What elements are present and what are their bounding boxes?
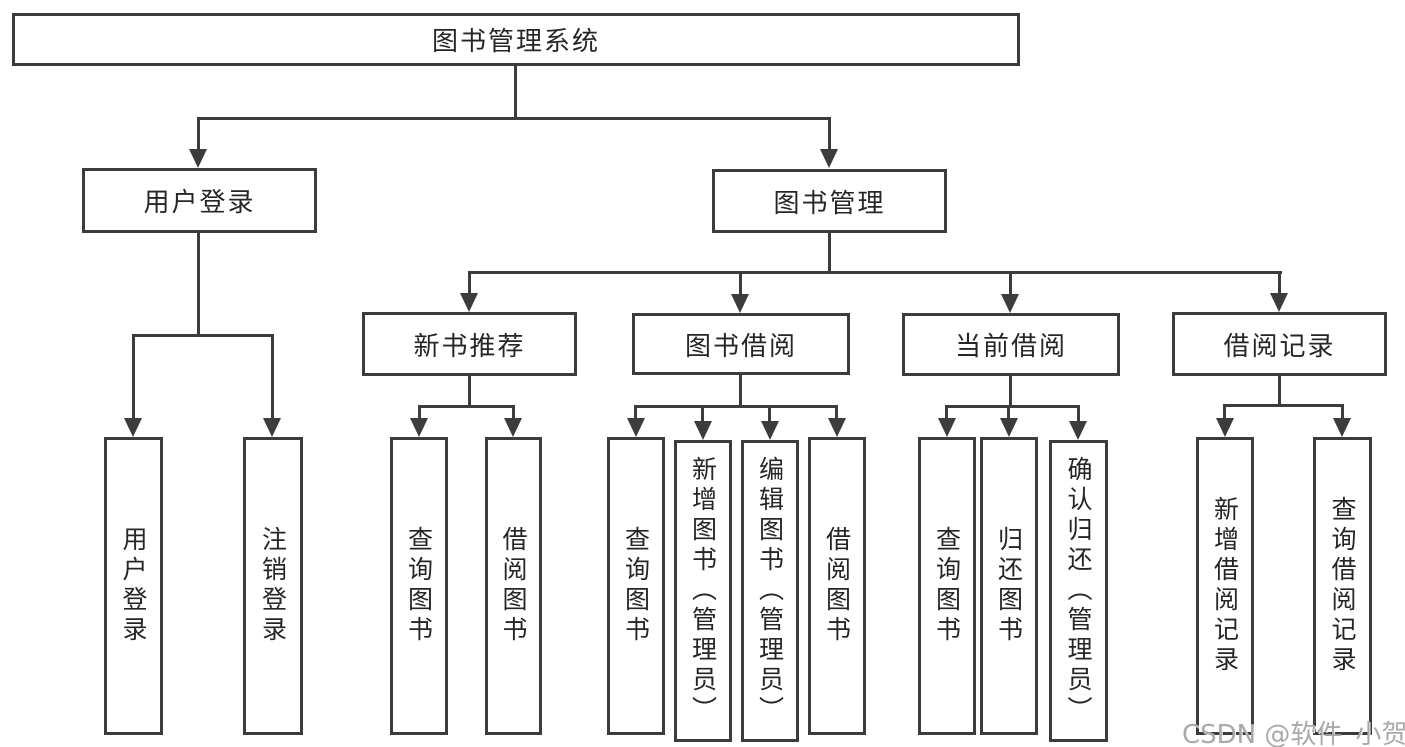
arrow-down-icon (460, 293, 478, 312)
connector-shaft (739, 271, 742, 296)
leaf-query-books-recommend: 查询图书 (390, 437, 448, 735)
arrow-down-icon (761, 421, 779, 440)
arrow-down-icon (410, 418, 428, 437)
connector-shaft (945, 405, 948, 420)
arrow-down-icon (263, 418, 281, 437)
leaf-add-borrow-record: 新增借阅记录 (1196, 437, 1254, 735)
leaf-add-book-admin: 新增图书（管理员） (674, 440, 732, 742)
node-book-management-label: 图书管理 (773, 188, 886, 219)
arrow-down-icon (828, 418, 846, 437)
arrow-down-icon (820, 149, 838, 168)
connector-shaft (828, 117, 831, 151)
leaf-borrow-books-label: 借阅图书 (822, 526, 852, 646)
connector-newbook-vertical (468, 376, 471, 408)
connector-newbook-horizontal (418, 405, 515, 408)
arrow-down-icon (694, 421, 712, 440)
node-new-book-recommend: 新书推荐 (362, 312, 577, 376)
arrow-down-icon (1216, 418, 1234, 437)
arrow-down-icon (938, 418, 956, 437)
arrow-down-icon (504, 418, 522, 437)
connector-root-vertical (514, 66, 517, 119)
connector-shaft (1077, 405, 1080, 423)
node-book-borrow-label: 图书借阅 (684, 331, 797, 362)
connector-shaft (1009, 271, 1012, 296)
leaf-add-book-admin-label: 新增图书（管理员） (688, 456, 718, 726)
leaf-user-login: 用户登录 (104, 437, 163, 735)
node-book-management: 图书管理 (712, 169, 947, 233)
arrow-down-icon (189, 149, 207, 168)
leaf-query-books-borrow: 查询图书 (607, 437, 665, 735)
connector-shaft (1223, 404, 1226, 420)
node-borrow-records: 借阅记录 (1172, 312, 1387, 376)
node-current-borrow-label: 当前借阅 (954, 332, 1067, 362)
connector-shaft (512, 405, 515, 420)
connector-currentborrow-vertical (1009, 376, 1012, 408)
connector-shaft (701, 405, 704, 423)
connector-records-vertical (1278, 376, 1281, 407)
connector-shaft (418, 405, 421, 420)
arrow-down-icon (627, 418, 645, 437)
connector-shaft (1007, 405, 1010, 420)
leaf-add-borrow-record-label: 新增借阅记录 (1210, 496, 1240, 676)
arrow-down-icon (731, 294, 749, 313)
leaf-return-book: 归还图书 (980, 437, 1038, 735)
connector-records-horizontal (1224, 404, 1344, 407)
leaf-query-borrow-record: 查询借阅记录 (1313, 437, 1372, 735)
leaf-return-book-label: 归还图书 (994, 526, 1024, 646)
connector-userlogin-horizontal (132, 334, 274, 337)
node-user-login: 用户登录 (82, 168, 317, 233)
connector-currentborrow-horizontal (946, 405, 1080, 408)
node-new-book-recommend-label: 新书推荐 (413, 331, 526, 362)
csdn-watermark: CSDN @软件_小贺同学 (1182, 720, 1405, 747)
connector-shaft (1341, 404, 1344, 420)
connector-bookborrow-vertical (739, 375, 742, 408)
leaf-query-borrow-record-label: 查询借阅记录 (1328, 496, 1357, 676)
leaf-query-books-borrow-label: 查询图书 (621, 526, 651, 646)
node-current-borrow: 当前借阅 (902, 313, 1120, 376)
leaf-borrow-books-recommend-label: 借阅图书 (499, 526, 528, 646)
leaf-user-login-label: 用户登录 (119, 526, 148, 646)
node-user-login-label: 用户登录 (143, 188, 256, 218)
connector-root-horizontal (197, 117, 831, 120)
connector-level3-horizontal (468, 271, 1282, 274)
leaf-edit-book-admin: 编辑图书（管理员） (741, 440, 799, 742)
leaf-logout: 注销登录 (243, 437, 303, 735)
leaf-borrow-books: 借阅图书 (808, 437, 866, 735)
leaf-logout-label: 注销登录 (258, 526, 288, 646)
connector-shaft (835, 405, 838, 420)
node-library-system: 图书管理系统 (12, 13, 1020, 66)
connector-bookborrow-horizontal (634, 405, 838, 408)
leaf-edit-book-admin-label: 编辑图书（管理员） (755, 456, 785, 726)
arrow-down-icon (124, 418, 142, 437)
node-book-borrow: 图书借阅 (632, 313, 850, 375)
arrow-down-icon (1270, 293, 1288, 312)
connector-shaft (768, 405, 771, 423)
arrow-down-icon (1001, 294, 1019, 313)
arrow-down-icon (1000, 418, 1018, 437)
connector-bookmgmt-vertical (828, 233, 831, 274)
arrow-down-icon (1069, 421, 1087, 440)
leaf-query-books-current: 查询图书 (918, 437, 976, 735)
leaf-borrow-books-recommend: 借阅图书 (485, 437, 542, 735)
connector-shaft (197, 117, 200, 151)
connector-shaft (271, 334, 274, 420)
leaf-confirm-return-admin: 确认归还（管理员） (1049, 440, 1108, 742)
connector-shaft (132, 334, 135, 420)
connector-userlogin-vertical (197, 233, 200, 337)
connector-shaft (468, 271, 471, 295)
node-library-system-label: 图书管理系统 (431, 27, 600, 57)
connector-shaft (634, 405, 637, 420)
leaf-confirm-return-admin-label: 确认归还（管理员） (1064, 456, 1093, 726)
connector-shaft (1278, 271, 1281, 295)
arrow-down-icon (1333, 418, 1351, 437)
node-borrow-records-label: 借阅记录 (1223, 331, 1336, 362)
leaf-query-books-current-label: 查询图书 (932, 526, 962, 646)
leaf-query-books-recommend-label: 查询图书 (404, 526, 434, 646)
